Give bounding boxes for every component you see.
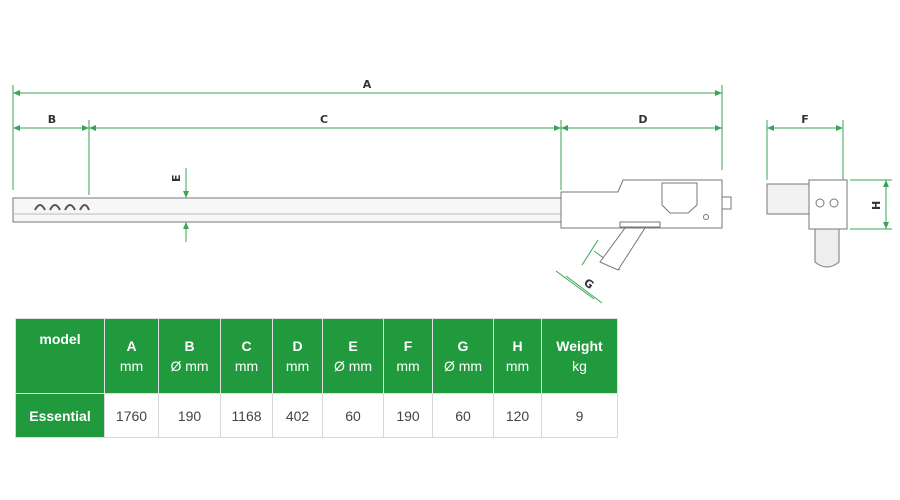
header-unit: Ø mm <box>170 358 209 374</box>
label-c: C <box>320 113 328 126</box>
value-cell: 120 <box>493 393 542 438</box>
header-name: D <box>292 338 303 354</box>
header-unit: mm <box>396 358 420 374</box>
column-header-model: model <box>15 318 105 394</box>
column-header-g: G Ø mm <box>432 318 494 394</box>
label-b: B <box>48 113 56 126</box>
header-name: B <box>184 338 195 354</box>
value-cell: 190 <box>383 393 433 438</box>
header-unit: mm <box>285 358 310 374</box>
column-header-e: E Ø mm <box>322 318 384 394</box>
label-f: F <box>801 113 809 126</box>
header-name: E <box>348 338 358 354</box>
technical-drawing: A B C D E F G H <box>12 78 892 304</box>
header-name: G <box>457 338 469 354</box>
header-name: model <box>39 331 81 347</box>
header-name: C <box>241 338 252 354</box>
value-cell: 190 <box>158 393 221 438</box>
column-header-b: B Ø mm <box>158 318 221 394</box>
header-name: A <box>126 338 137 354</box>
column-header-weight: Weight kg <box>541 318 618 394</box>
label-e: E <box>170 174 183 182</box>
label-h: H <box>870 201 883 210</box>
value-cell: 1760 <box>104 393 159 438</box>
dimension-lines <box>12 85 892 304</box>
value-cell: 60 <box>432 393 494 438</box>
header-unit: kg <box>572 358 587 374</box>
header-name: H <box>512 338 523 354</box>
header-unit: mm <box>119 358 144 374</box>
header-unit: mm <box>234 358 259 374</box>
value-cell: 9 <box>541 393 618 438</box>
header-unit: Ø mm <box>333 358 373 374</box>
value-cell: 402 <box>272 393 323 438</box>
arrowheads <box>13 90 889 229</box>
label-a: A <box>363 78 372 91</box>
header-unit: Ø mm <box>443 358 483 374</box>
header-unit: mm <box>505 358 530 374</box>
header-name: Weight <box>556 338 603 354</box>
model-cell: Essential <box>15 393 105 438</box>
header-name: F <box>403 338 413 354</box>
value-cell: 1168 <box>220 393 273 438</box>
actuator-front-view <box>12 179 848 271</box>
label-d: D <box>638 113 647 126</box>
value-cell: 60 <box>322 393 384 438</box>
